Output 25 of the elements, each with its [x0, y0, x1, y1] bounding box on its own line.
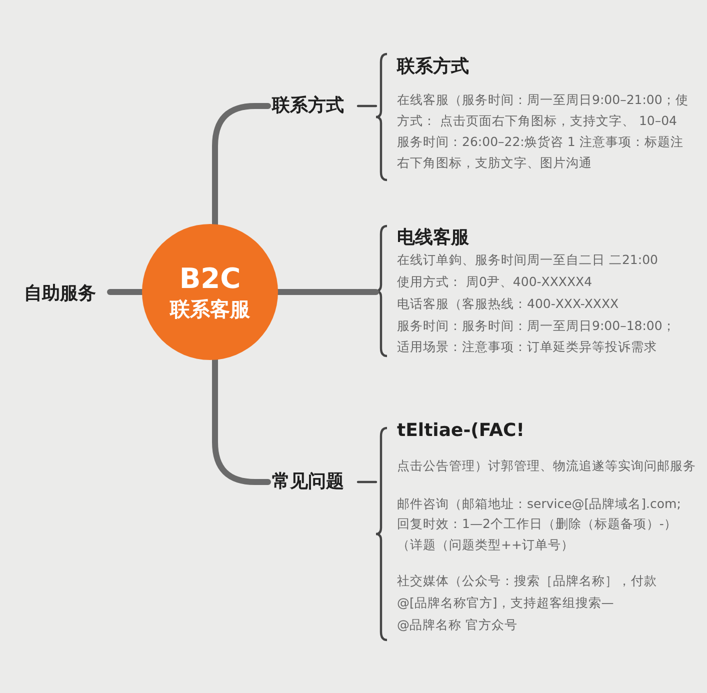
block-heading: tEltiae-(FAC! — [397, 420, 524, 441]
text-line: 社交媒体（公众号：搜索［品牌名称］，付款 — [397, 573, 657, 590]
text-line: 回复时效：1—2个工作日（删除（标题备项）-） — [397, 516, 677, 533]
text-line: 使用方式： 周0尹、400-XXXXX4 — [397, 274, 592, 291]
text-line: 服务时间：26:00–22:焕货咨 1 注意事项：标题注 — [397, 134, 684, 151]
text-line: （详题（问题类型++订单号） — [397, 537, 574, 554]
block-heading: 联系方式 — [397, 55, 469, 78]
text-line: @[品牌名称官方]，支持超客组搜索— — [397, 595, 614, 612]
block-heading: 电线客服 — [397, 226, 469, 249]
text-line: 在线订单鉤、服务时间周一至自二日 二21:00 — [397, 252, 658, 269]
text-line: 电话客服（客服热线：400-XXX-XXXX — [397, 296, 619, 313]
text-line: @品牌名称 官方众号 — [397, 617, 518, 634]
text-line: 右下角图标，支肪文字、图片沟通 — [397, 155, 592, 172]
text-line: 点击公告管理）讨郭管理、物流追遂等实询问邮服务 — [397, 458, 696, 475]
branch-label: 自助服务 — [24, 282, 108, 306]
text-line: 适用场景：注意事项：订单延类异等投诉需求 — [397, 339, 657, 356]
connector-line — [356, 104, 378, 108]
center-circle: B2C 联系客服 — [142, 224, 278, 360]
text-line: 在线客服（服务时间：周一至周日9:00–21:00；使 — [397, 92, 688, 109]
text-line: 邮件咨询（邮箱地址：service@[品牌域名].com; — [397, 496, 681, 513]
branch-label: 联系方式 — [272, 94, 356, 118]
branch-label: 常见问题 — [272, 470, 356, 494]
text-line: 服务时间：服务时间：周一至周日9:00–18:00； — [397, 318, 676, 335]
text-line: 方式： 点击页面右下角图标，支持文字、 10–04 — [397, 113, 678, 130]
connector-line — [356, 480, 378, 484]
